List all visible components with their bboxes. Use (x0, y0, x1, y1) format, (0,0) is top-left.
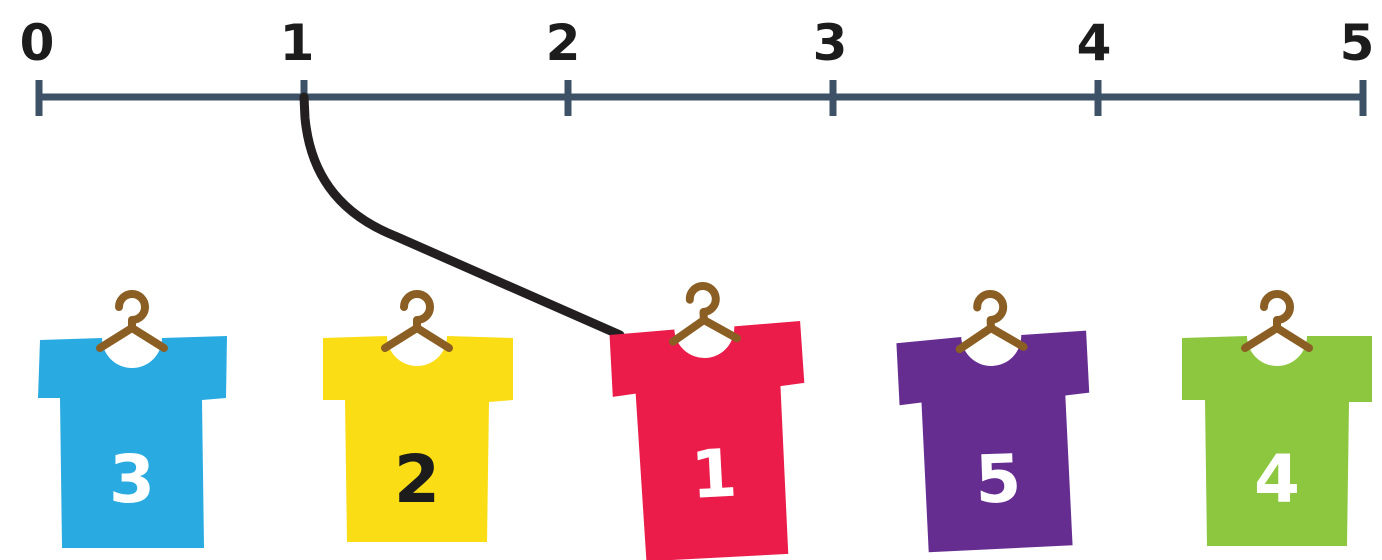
shirt-icon (1182, 336, 1372, 546)
shirt-number: 4 (1254, 441, 1300, 518)
shirt-number: 1 (689, 435, 739, 514)
shirt-number: 2 (394, 441, 440, 518)
shirt-number: 5 (974, 440, 1023, 519)
shirt-icon (609, 320, 805, 560)
shirt-icon (323, 336, 513, 542)
tick-label-3: 3 (813, 14, 848, 72)
shirt-card-1[interactable]: 1 (607, 281, 813, 560)
hanger-icon (381, 290, 453, 352)
number-line: 0 1 2 3 4 5 (20, 14, 1375, 116)
shirt-icon (896, 330, 1090, 553)
hanger-icon (955, 290, 1028, 354)
hanger-icon (1241, 290, 1313, 352)
hanger-icon (668, 282, 741, 346)
tick-label-0: 0 (20, 14, 55, 72)
tick-label-2: 2 (546, 14, 581, 72)
answer-connector-line (299, 92, 625, 340)
hanger-icon (96, 290, 168, 352)
shirt-card-4[interactable]: 4 (1182, 290, 1372, 546)
tick-label-1: 1 (280, 14, 315, 72)
shirt-card-3[interactable]: 3 (38, 290, 227, 548)
tick-label-4: 4 (1077, 14, 1112, 72)
tick-label-5: 5 (1340, 14, 1375, 72)
shirt-card-2[interactable]: 2 (323, 290, 513, 542)
shirt-number: 3 (109, 441, 155, 518)
shirt-icon (38, 336, 227, 548)
shirt-card-5[interactable]: 5 (895, 290, 1095, 554)
